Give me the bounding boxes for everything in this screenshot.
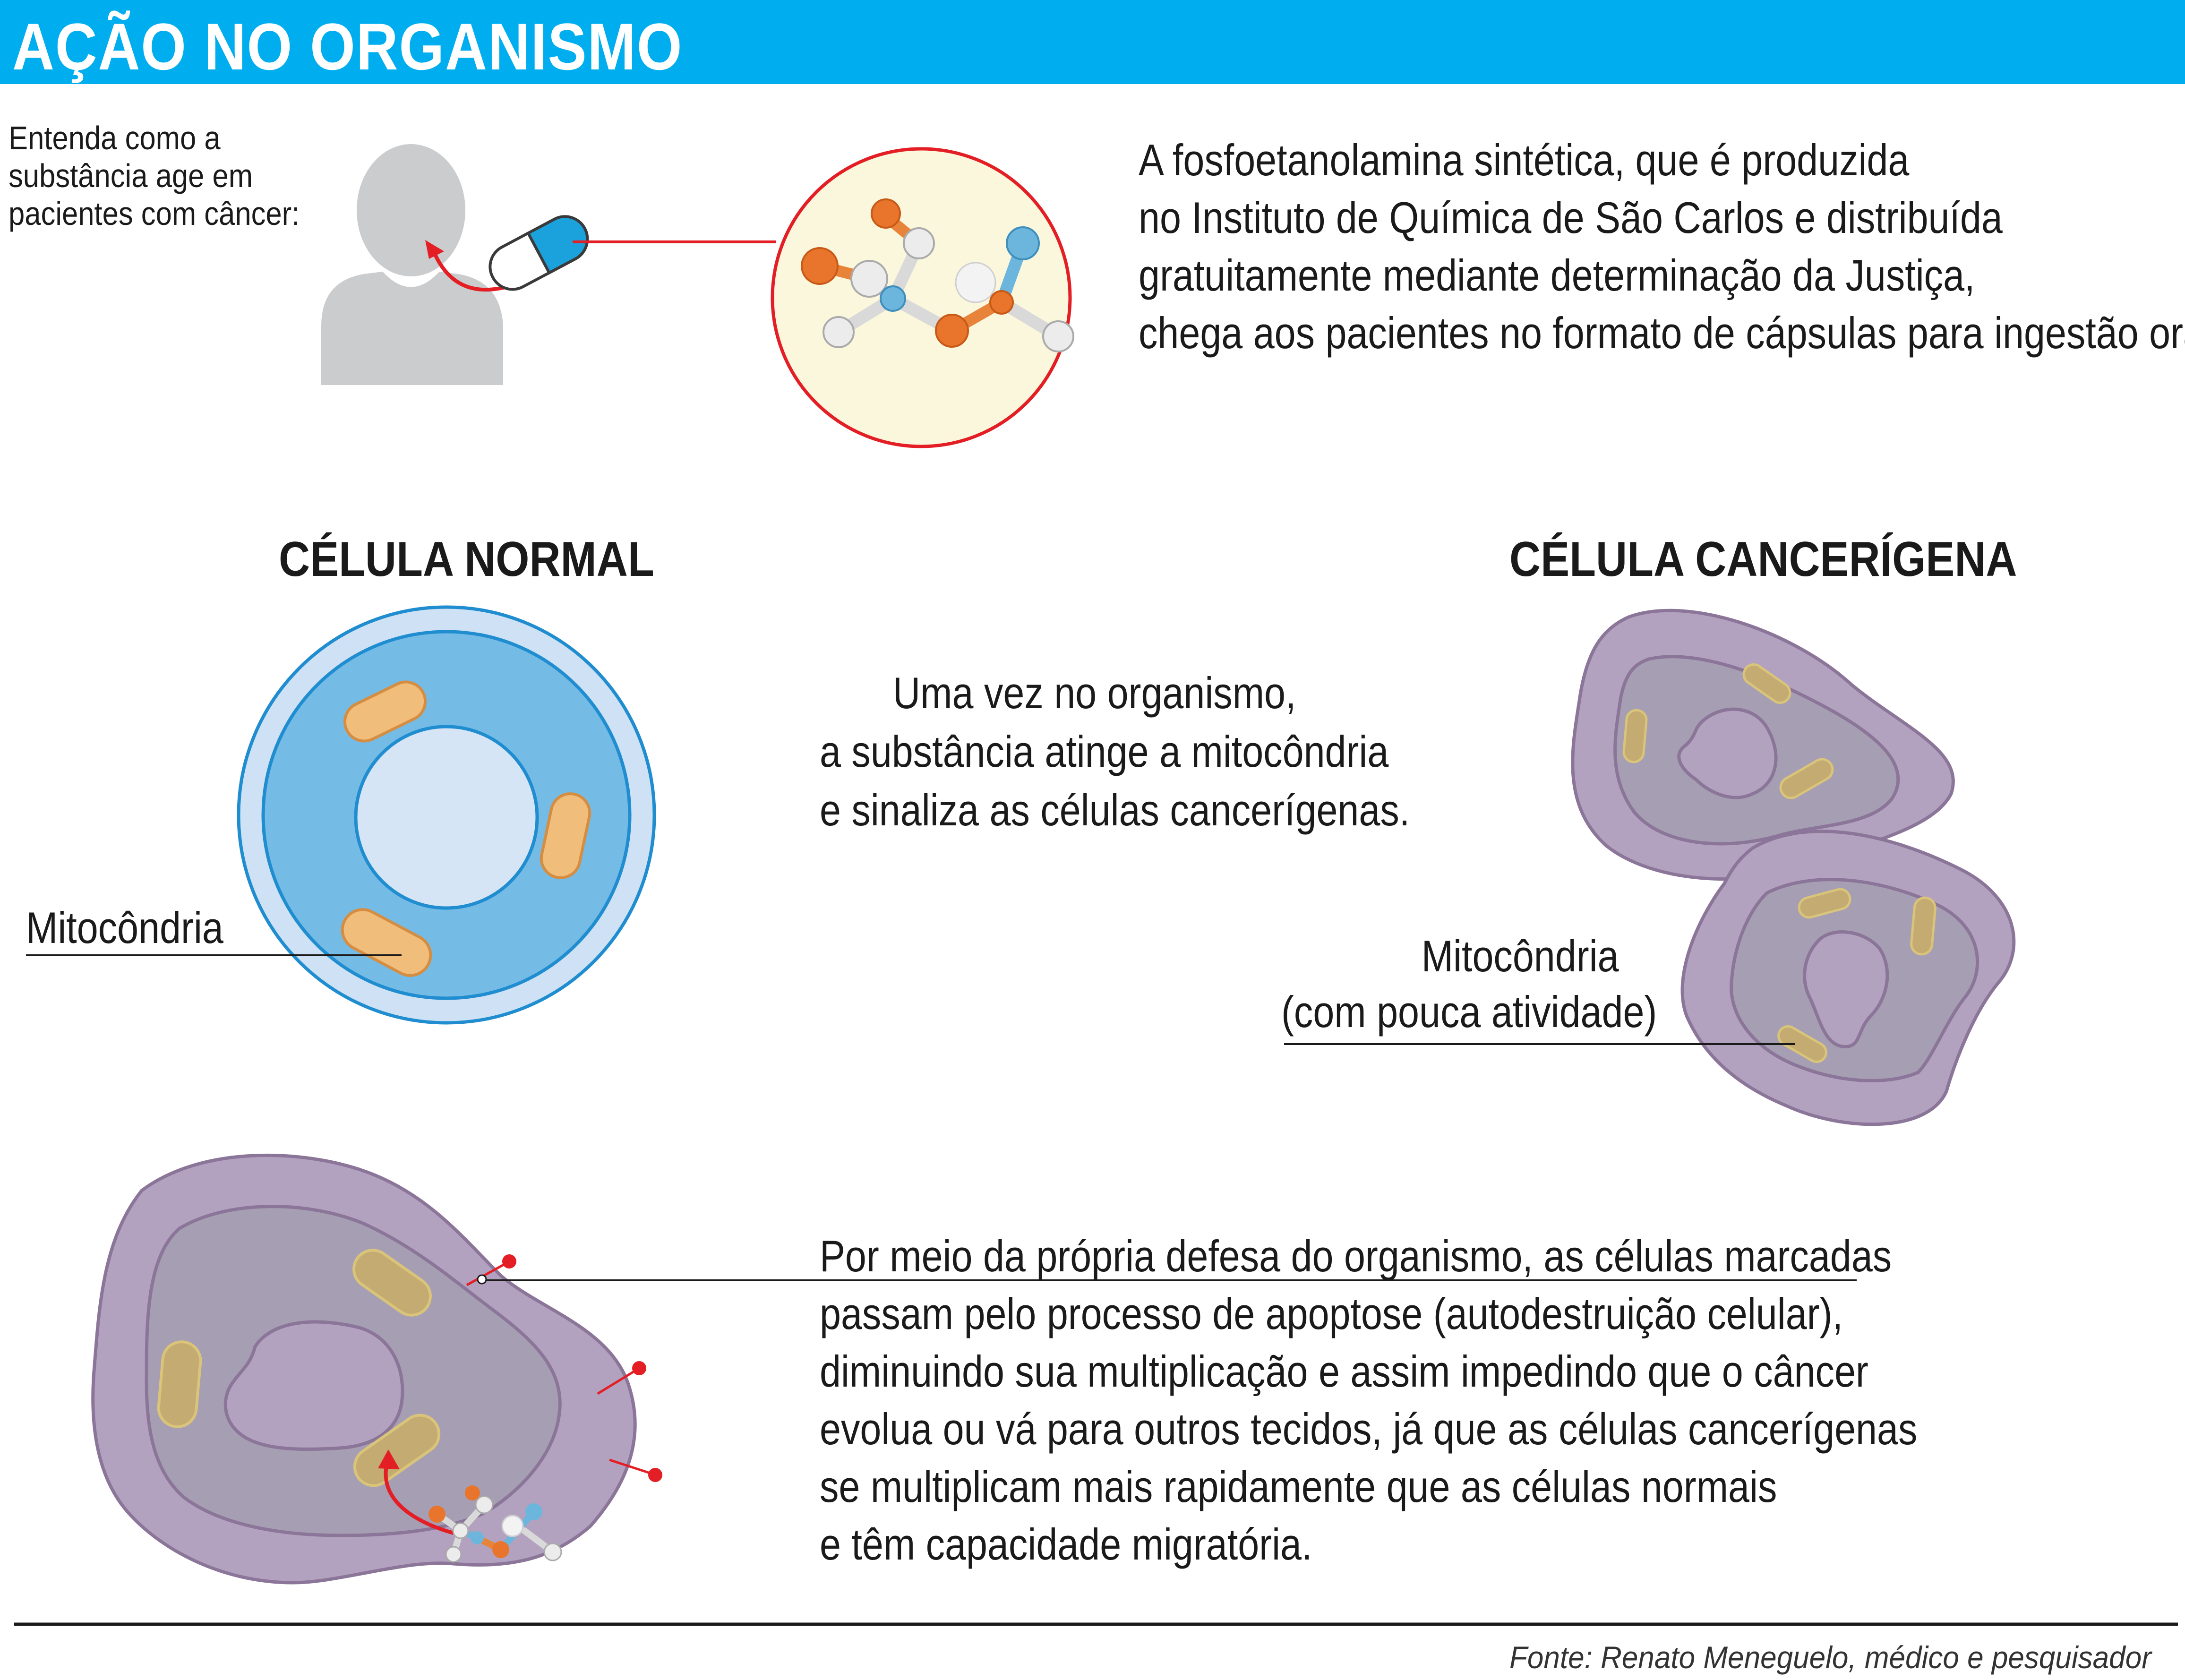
normal-cell-title: CÉLULA NORMAL bbox=[279, 532, 654, 587]
mitochondrion bbox=[1910, 896, 1937, 956]
molecule-zoom-circle bbox=[771, 147, 1072, 448]
description-line: chega aos pacientes no formato de cápsul… bbox=[1139, 308, 2185, 358]
signal-marker bbox=[597, 1361, 646, 1395]
mitochondrion bbox=[157, 1340, 202, 1428]
mito-activity-label: Mitocôndria (com pouca atividade) bbox=[1281, 928, 1657, 1040]
person-icon bbox=[321, 144, 503, 385]
description-line: no Instituto de Química de São Carlos e … bbox=[1139, 193, 2003, 242]
apoptosis-line: evolua ou vá para outros tecidos, já que… bbox=[820, 1404, 1918, 1454]
source-credit: Fonte: Renato Meneguelo, médico e pesqui… bbox=[1509, 1640, 2151, 1675]
targeting-arrow bbox=[384, 1461, 454, 1535]
targeting-arrow-head bbox=[378, 1449, 400, 1469]
mitochondrion bbox=[352, 1249, 432, 1317]
mitochondrion bbox=[1622, 709, 1648, 763]
apoptosis-line: passam pelo processo de apoptose (autode… bbox=[820, 1289, 1843, 1338]
capsule-icon bbox=[488, 215, 589, 291]
intro-text: Entenda como a substância age em pacient… bbox=[9, 119, 300, 232]
mitochondrion bbox=[540, 792, 591, 879]
mitochondrion bbox=[341, 908, 432, 977]
signal-marker bbox=[466, 1254, 516, 1286]
molecule-icon bbox=[801, 198, 1074, 352]
description-text: A fosfoetanolamina sintética, que é prod… bbox=[1139, 131, 2185, 362]
ingestion-arrow-head bbox=[425, 240, 444, 259]
signal-marker bbox=[609, 1458, 662, 1482]
cancer-cell-title: CÉLULA CANCERÍGENA bbox=[1509, 532, 2017, 587]
middle-line: e sinaliza as células cancerígenas. bbox=[820, 785, 1410, 835]
middle-line: Uma vez no organismo, bbox=[892, 668, 1296, 718]
middle-text: Uma vez no organismo, a substância ating… bbox=[820, 664, 1410, 840]
intro-line: pacientes com câncer: bbox=[9, 195, 300, 232]
description-line: gratuitamente mediante determinação da J… bbox=[1139, 250, 1975, 300]
apoptosis-cell bbox=[91, 1154, 637, 1585]
apoptosis-line: e têm capacidade migratória. bbox=[820, 1519, 1312, 1569]
normal-cell bbox=[237, 605, 656, 1025]
cancer-cell bbox=[1680, 830, 2016, 1126]
mitochondrion bbox=[1777, 1025, 1827, 1063]
cancer-cell bbox=[1571, 609, 1955, 881]
small-molecule-icon bbox=[428, 1485, 562, 1563]
header-bar bbox=[0, 0, 2185, 84]
middle-line: a substância atinge a mitocôndria bbox=[820, 727, 1389, 776]
ingestion-arrow bbox=[430, 247, 511, 292]
mitochondrion bbox=[1798, 888, 1851, 919]
mitochondrion bbox=[1742, 663, 1791, 704]
intro-line: Entenda como a bbox=[9, 120, 221, 156]
apoptosis-text: Por meio da própria defesa do organismo,… bbox=[820, 1227, 1917, 1573]
page-title: AÇÃO NO ORGANISMO bbox=[12, 9, 683, 84]
mito-label: Mitocôndria bbox=[26, 903, 223, 952]
mitochondrion bbox=[353, 1414, 441, 1487]
apoptosis-line: diminuindo sua multiplicação e assim imp… bbox=[820, 1346, 1868, 1396]
apoptosis-line: se multiplicam mais rapidamente que as c… bbox=[820, 1462, 1777, 1511]
mitochondrion bbox=[343, 680, 427, 743]
apoptosis-line: Por meio da própria defesa do organismo,… bbox=[820, 1231, 1892, 1281]
mito-activity-line: Mitocôndria bbox=[1421, 931, 1619, 981]
mito-activity-line: (com pouca atividade) bbox=[1281, 987, 1657, 1037]
intro-line: substância age em bbox=[9, 157, 253, 194]
mitochondrion bbox=[1779, 758, 1834, 799]
description-line: A fosfoetanolamina sintética, que é prod… bbox=[1139, 135, 1910, 185]
